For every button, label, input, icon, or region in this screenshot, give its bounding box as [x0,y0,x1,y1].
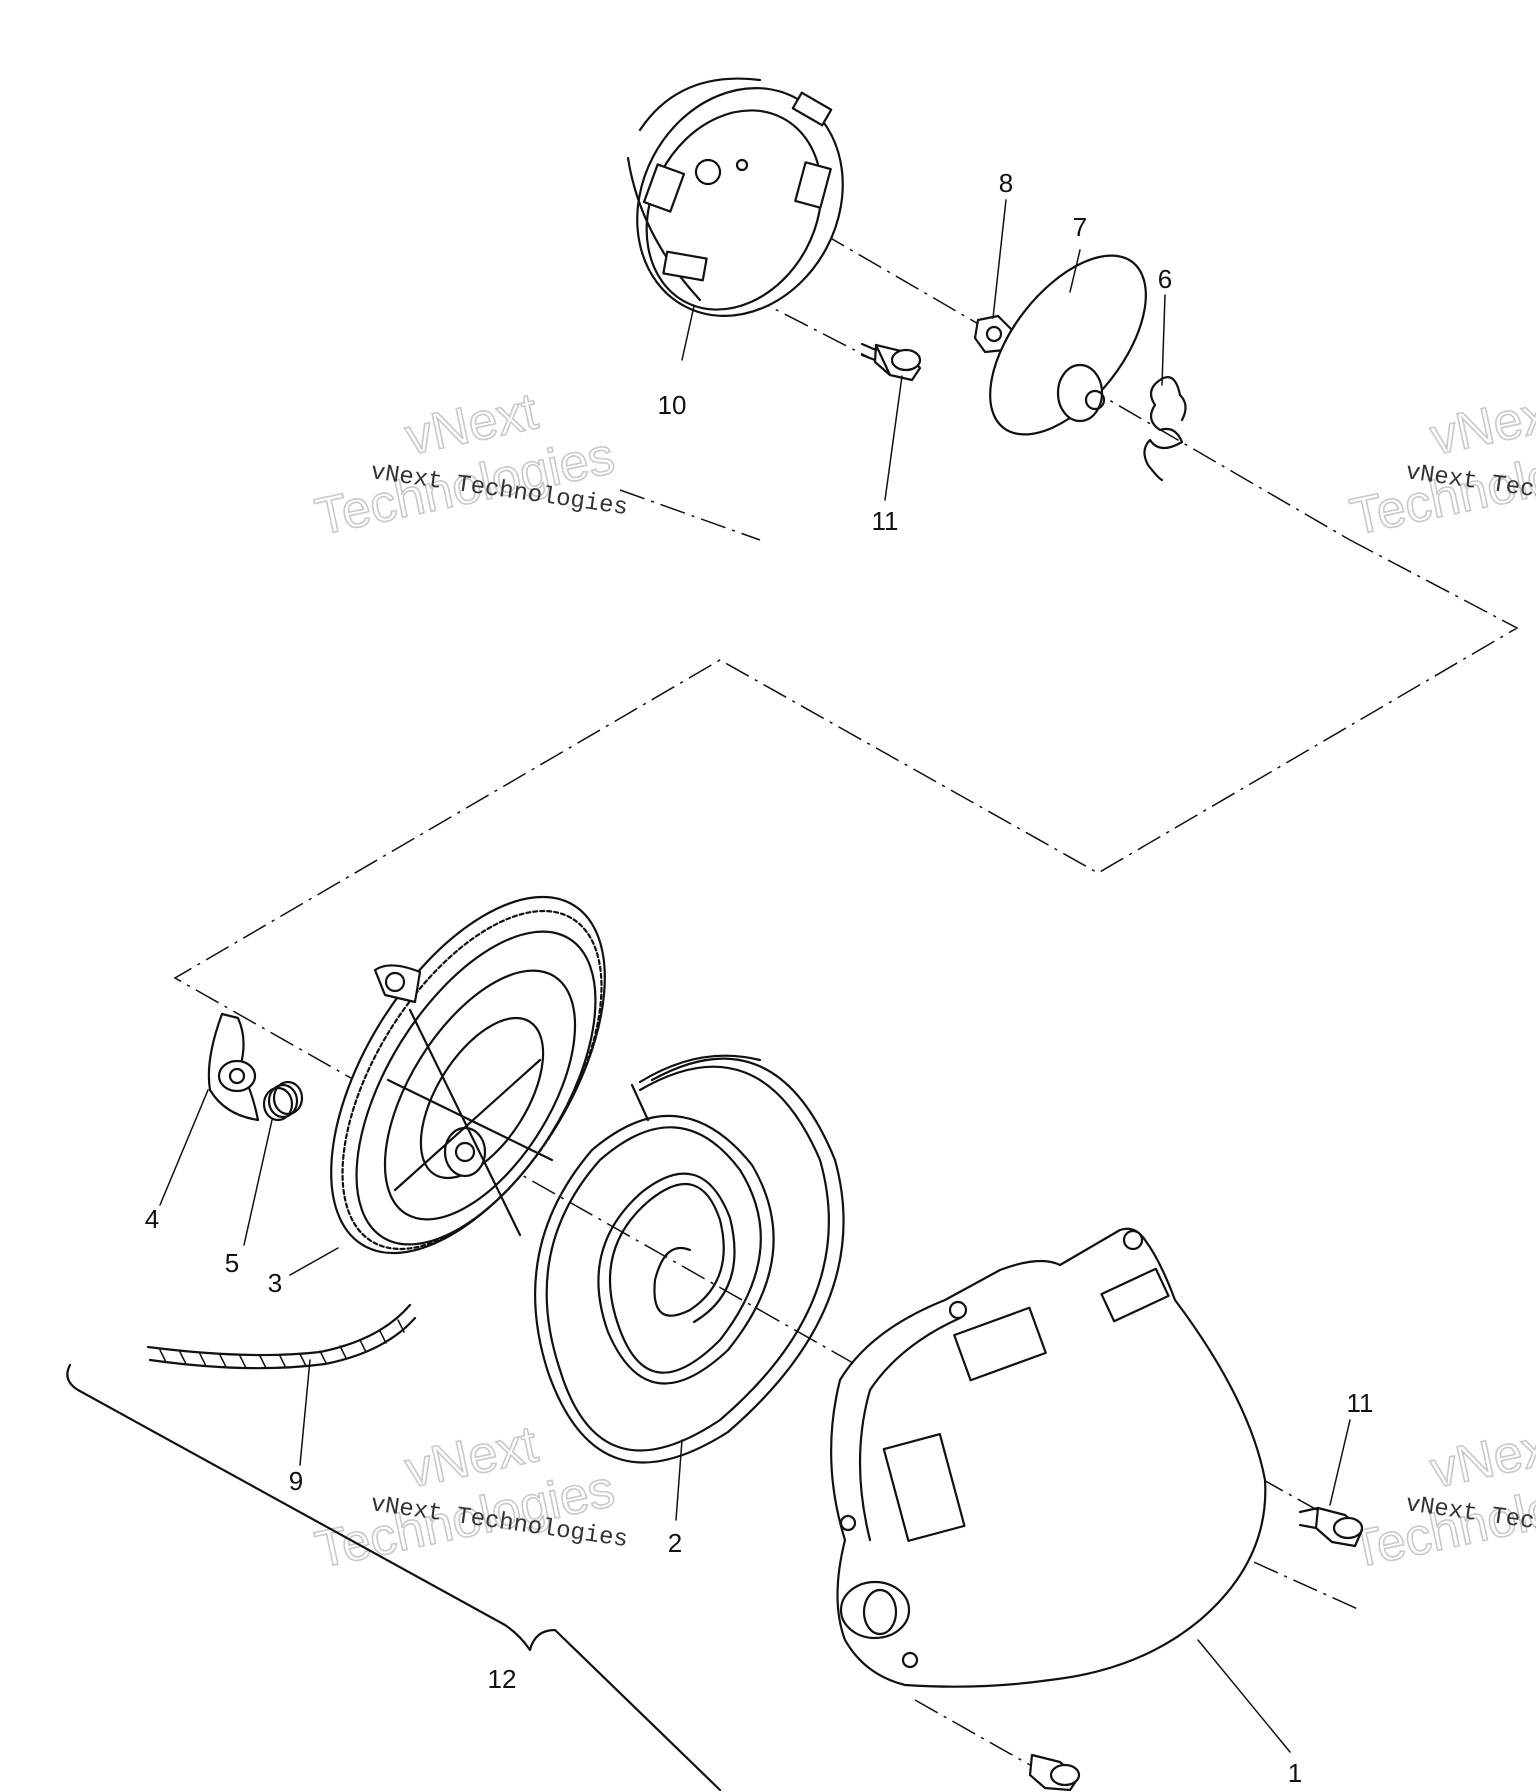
part-10-ratchet-cup [626,77,844,317]
callout-9: 9 [289,1466,303,1496]
watermark-top-left: vNext Technologies vNext Technologies [310,381,630,547]
callout-4: 4 [145,1204,159,1234]
leader-7 [1069,249,1081,293]
watermark-bottom-right: vNext Technologies vNext Technologies [1345,1414,1536,1580]
leader-3 [289,1247,339,1276]
part-4-pawl [207,1012,260,1122]
leader-10 [681,305,695,361]
callout-6: 6 [1158,264,1172,294]
callout-7: 7 [1073,212,1087,242]
leader-6 [1161,294,1166,386]
leader-9 [299,1359,311,1466]
callout-8: 8 [999,168,1013,198]
part-2-recoil-spring [534,1054,845,1464]
watermark-bottom-left: vNext Technologies vNext Technologies [310,1414,630,1580]
part-5-spring [262,1080,304,1122]
leader-11a [884,375,903,501]
part-9-rope [146,1303,417,1370]
upper-axis-line [709,167,1351,541]
housing-bolt-axis-line [959,1309,1336,1521]
callout-labels: 8 7 6 10 11 4 5 3 9 2 11 1 12 [145,168,1374,1788]
part-11-bolt-top [860,342,922,382]
sub-axis-line [619,489,761,541]
part-lower-bolt [1028,1753,1081,1792]
part-1-housing [830,1227,1267,1688]
lower-bolt-axis-line [914,1699,1031,1766]
leader-lines [159,199,1351,1753]
leader-5 [243,1119,273,1246]
leader-8 [992,199,1007,319]
callout-2: 2 [668,1528,682,1558]
leader-11b [1329,1419,1351,1506]
callout-11-top: 11 [872,506,899,536]
callout-12: 12 [488,1664,517,1694]
part-6-spring-clip [1143,376,1187,482]
leader-2 [675,1439,683,1521]
callout-11-right: 11 [1347,1388,1374,1418]
callout-10: 10 [658,390,687,420]
part-3-pulley [330,895,606,1255]
part-7-friction-plate [989,254,1147,436]
callout-5: 5 [225,1248,239,1278]
leader-4 [159,1089,209,1206]
bolt-axis-line [669,254,871,359]
assembly-bracket-12 [66,1363,722,1792]
part-11-bolt-right [1298,1506,1364,1548]
callout-1: 1 [1288,1758,1302,1788]
watermark-top-right: vNext Technologies vNext Technologies [1345,381,1536,547]
leader-1 [1197,1639,1291,1753]
callout-3: 3 [268,1268,282,1298]
